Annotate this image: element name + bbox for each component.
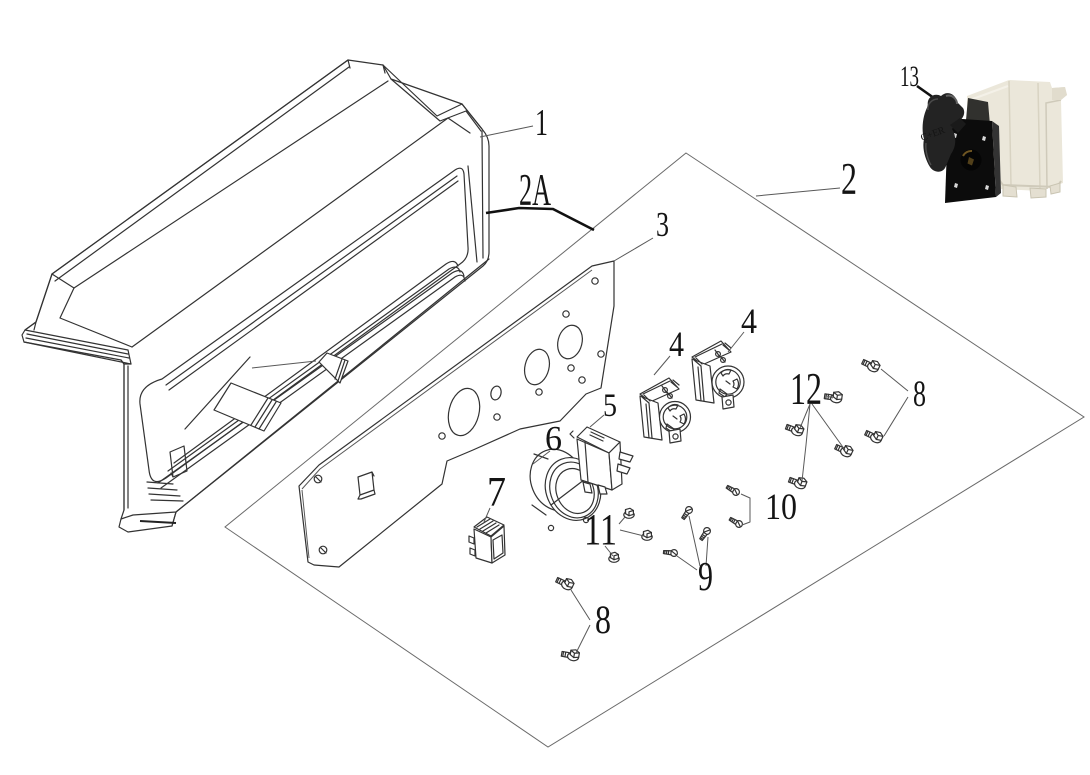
svg-text:9: 9 [698, 553, 713, 599]
svg-text:7: 7 [487, 470, 506, 516]
svg-text:5: 5 [603, 388, 617, 424]
svg-text:4: 4 [669, 324, 684, 364]
svg-text:2: 2 [841, 154, 857, 204]
svg-text:3: 3 [656, 205, 669, 244]
svg-text:10: 10 [765, 487, 797, 528]
svg-text:11: 11 [584, 505, 617, 554]
svg-text:12: 12 [790, 364, 822, 414]
svg-text:4: 4 [741, 301, 757, 341]
svg-text:1: 1 [535, 102, 548, 144]
svg-text:2A: 2A [519, 165, 551, 215]
svg-text:13: 13 [900, 60, 919, 93]
svg-text:8: 8 [595, 597, 611, 642]
svg-text:8: 8 [913, 374, 926, 415]
svg-text:6: 6 [545, 419, 562, 458]
